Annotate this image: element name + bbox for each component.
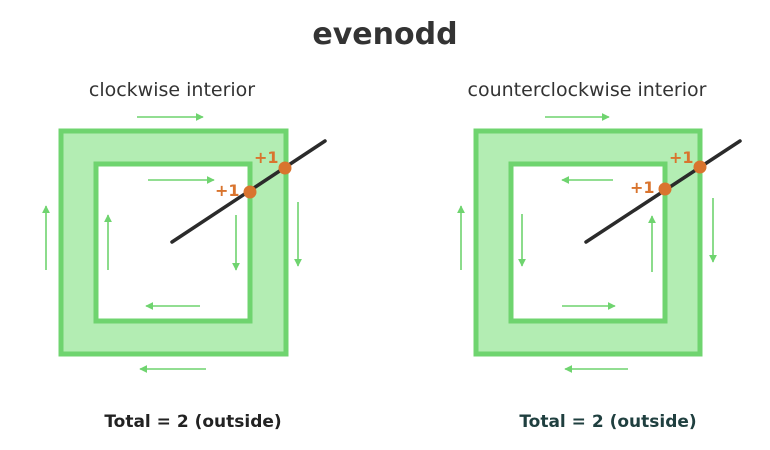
panel-clockwise: clockwise interior +1 +1 Total = 2 (outs… — [42, 79, 327, 432]
panel-total: Total = 2 (outside) — [104, 412, 281, 432]
crossing-point-inner — [243, 185, 257, 199]
panel-caption: counterclockwise interior — [468, 79, 707, 101]
crossing-label-inner: +1 — [215, 181, 240, 200]
crossing-point-inner — [658, 182, 672, 196]
panel-counterclockwise: counterclockwise interior +1 +1 Total = … — [457, 79, 742, 432]
crossing-point-outer — [278, 161, 292, 175]
crossing-label-outer: +1 — [254, 148, 279, 167]
panel-caption: clockwise interior — [89, 79, 255, 101]
crossing-point-outer — [693, 160, 707, 174]
diagram-title: evenodd — [312, 17, 457, 52]
shape-ring — [473, 128, 703, 357]
shape-ring — [58, 128, 289, 357]
panel-total: Total = 2 (outside) — [519, 412, 696, 432]
crossing-label-inner: +1 — [630, 178, 655, 197]
crossing-label-outer: +1 — [669, 148, 694, 167]
direction-arrows — [457, 113, 717, 373]
direction-arrows — [42, 113, 302, 373]
